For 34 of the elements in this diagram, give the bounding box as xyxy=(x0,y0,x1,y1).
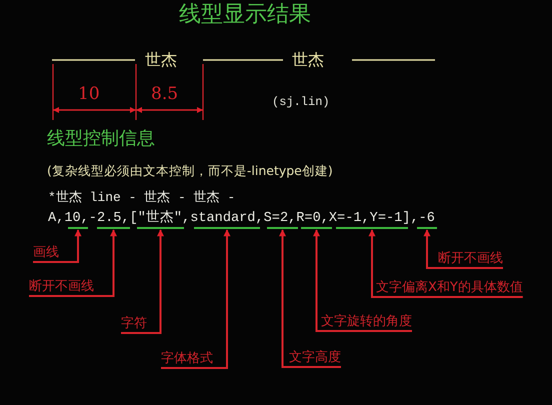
underline-bar xyxy=(336,227,408,229)
underline-bar xyxy=(301,227,332,229)
section-heading: 线型控制信息 xyxy=(47,130,155,148)
underline-bar xyxy=(194,227,260,229)
leader-arrow xyxy=(424,229,503,269)
callout-text: 文字高度 xyxy=(289,351,341,364)
code-line: A,10,-2.5,["世杰",standard,S=2,R=0,X=-1,Y=-1],-6 xyxy=(48,212,435,226)
underline-bar xyxy=(417,227,437,229)
leader-arrow xyxy=(161,229,230,369)
callout-text: 文字旋转的角度 xyxy=(321,315,412,328)
title: 线型显示结果 xyxy=(178,4,312,26)
callout-text: 文字偏离X和Y的具体数值 xyxy=(376,281,523,294)
underline-bar xyxy=(137,227,184,229)
leader-arrow xyxy=(29,229,117,297)
leader-arrow xyxy=(279,229,341,368)
callout-text: 断开不画线 xyxy=(438,252,503,265)
sample-text: 世杰 xyxy=(292,52,324,68)
underline-bar xyxy=(267,227,298,229)
file-name: (sj.lin) xyxy=(272,96,330,108)
callout-text: 画线 xyxy=(33,246,59,259)
callout-text: 字符 xyxy=(121,317,147,330)
dimension-value: 8.5 xyxy=(151,86,178,103)
leader-arrow xyxy=(33,229,82,263)
leader-arrow xyxy=(121,229,164,334)
sample-text: 世杰 xyxy=(145,52,177,68)
callout-text: 字体格式 xyxy=(161,352,213,365)
leader-arrow xyxy=(368,229,523,298)
code-line: *世杰 line - 世杰 - 世杰 - xyxy=(48,191,236,204)
callout-text: 断开不画线 xyxy=(29,280,94,293)
note-text: (复杂线型必须由文本控制，而不是-linetype创建) xyxy=(47,165,333,178)
leader-arrow xyxy=(313,229,412,332)
underline-bar xyxy=(97,227,130,229)
dimension-value: 10 xyxy=(78,86,100,103)
underline-bar xyxy=(68,227,88,229)
